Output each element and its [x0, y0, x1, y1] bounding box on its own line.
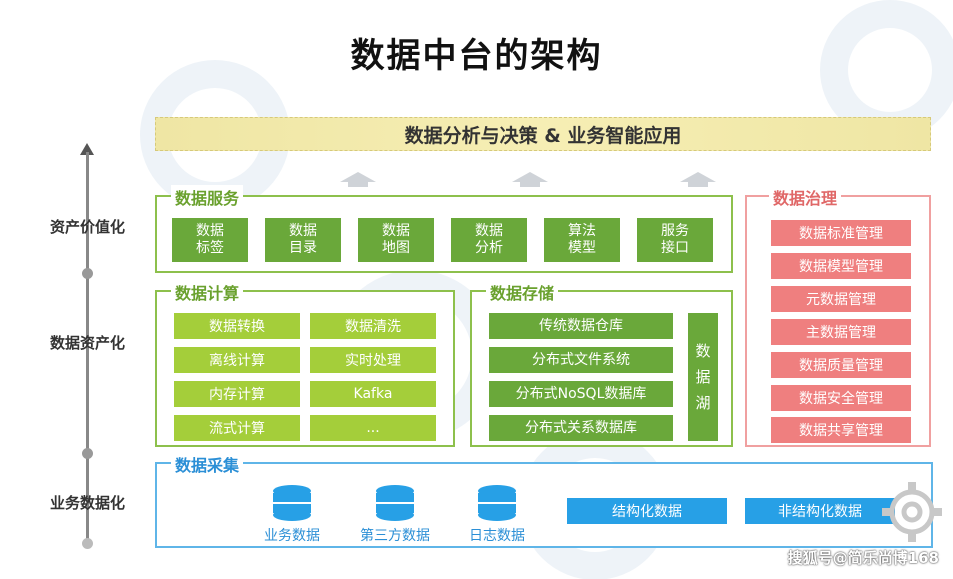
axis-line [86, 152, 89, 542]
governance-item: 数据安全管理 [771, 385, 911, 411]
storage-item: 分布式NoSQL数据库 [489, 381, 673, 407]
gear-icon [882, 482, 942, 542]
data-lake-block: 数 据 湖 [688, 313, 718, 441]
tile-service-api: 服务接口 [637, 218, 713, 262]
compute-item: 数据转换 [174, 313, 300, 339]
storage-item: 分布式关系数据库 [489, 415, 673, 441]
structured-data-bar: 结构化数据 [567, 498, 727, 524]
compute-item: 数据清洗 [310, 313, 436, 339]
source-label: 第三方数据 [360, 528, 430, 544]
compute-item: 流式计算 [174, 415, 300, 441]
axis-label-asset-value: 资产价值化 [49, 218, 125, 236]
data-collect-panel: 数据采集 业务数据 第三方数据 日志数据 结构化数据 非结构化数据 [155, 452, 933, 548]
data-compute-panel: 数据计算 数据转换 数据清洗 离线计算 实时处理 内存计算 Kafka 流式计算… [155, 280, 455, 447]
axis-label-data-asset: 数据资产化 [49, 334, 125, 352]
axis-dot [82, 268, 93, 279]
database-icon [478, 485, 516, 521]
storage-item: 传统数据仓库 [489, 313, 673, 339]
source-label: 业务数据 [264, 528, 320, 544]
data-storage-title: 数据存储 [486, 280, 559, 304]
top-banner: 数据分析与决策 & 业务智能应用 [155, 117, 931, 151]
database-icon [273, 485, 311, 521]
database-icon [376, 485, 414, 521]
compute-item: 内存计算 [174, 381, 300, 407]
data-storage-panel: 数据存储 传统数据仓库 分布式文件系统 分布式NoSQL数据库 分布式关系数据库… [470, 280, 733, 447]
governance-item: 数据模型管理 [771, 253, 911, 279]
axis-arrow-icon [80, 143, 94, 155]
axis-label-business-data: 业务数据化 [49, 494, 125, 512]
up-arrow-icon [680, 172, 716, 187]
up-arrow-icon [340, 172, 376, 187]
tile-data-catalog: 数据目录 [265, 218, 341, 262]
governance-item: 数据共享管理 [771, 417, 911, 443]
governance-item: 元数据管理 [771, 286, 911, 312]
axis-dot [82, 538, 93, 549]
page-title: 数据中台的架构 [350, 36, 603, 76]
tile-data-analysis: 数据分析 [451, 218, 527, 262]
up-arrow-icon [512, 172, 548, 187]
data-service-title: 数据服务 [171, 185, 244, 209]
data-compute-title: 数据计算 [171, 280, 244, 304]
tile-data-map: 数据地图 [358, 218, 434, 262]
compute-item: 实时处理 [310, 347, 436, 373]
data-service-panel: 数据服务 数据标签 数据目录 数据地图 数据分析 算法模型 服务接口 [155, 185, 733, 273]
footer-credit: 搜狐号@简乐尚博168 [787, 549, 939, 567]
tile-data-tag: 数据标签 [172, 218, 248, 262]
compute-item: 离线计算 [174, 347, 300, 373]
governance-item: 数据标准管理 [771, 220, 911, 246]
governance-item: 数据质量管理 [771, 352, 911, 378]
tile-algorithm-model: 算法模型 [544, 218, 620, 262]
unstructured-data-bar: 非结构化数据 [745, 498, 895, 524]
governance-panel: 数据治理 数据标准管理 数据模型管理 元数据管理 主数据管理 数据质量管理 数据… [745, 185, 931, 447]
source-label: 日志数据 [469, 528, 525, 544]
compute-item: ... [310, 415, 436, 441]
axis-dot [82, 448, 93, 459]
compute-item: Kafka [310, 381, 436, 407]
storage-item: 分布式文件系统 [489, 347, 673, 373]
governance-item: 主数据管理 [771, 319, 911, 345]
governance-title: 数据治理 [769, 185, 842, 209]
data-collect-title: 数据采集 [171, 452, 244, 476]
